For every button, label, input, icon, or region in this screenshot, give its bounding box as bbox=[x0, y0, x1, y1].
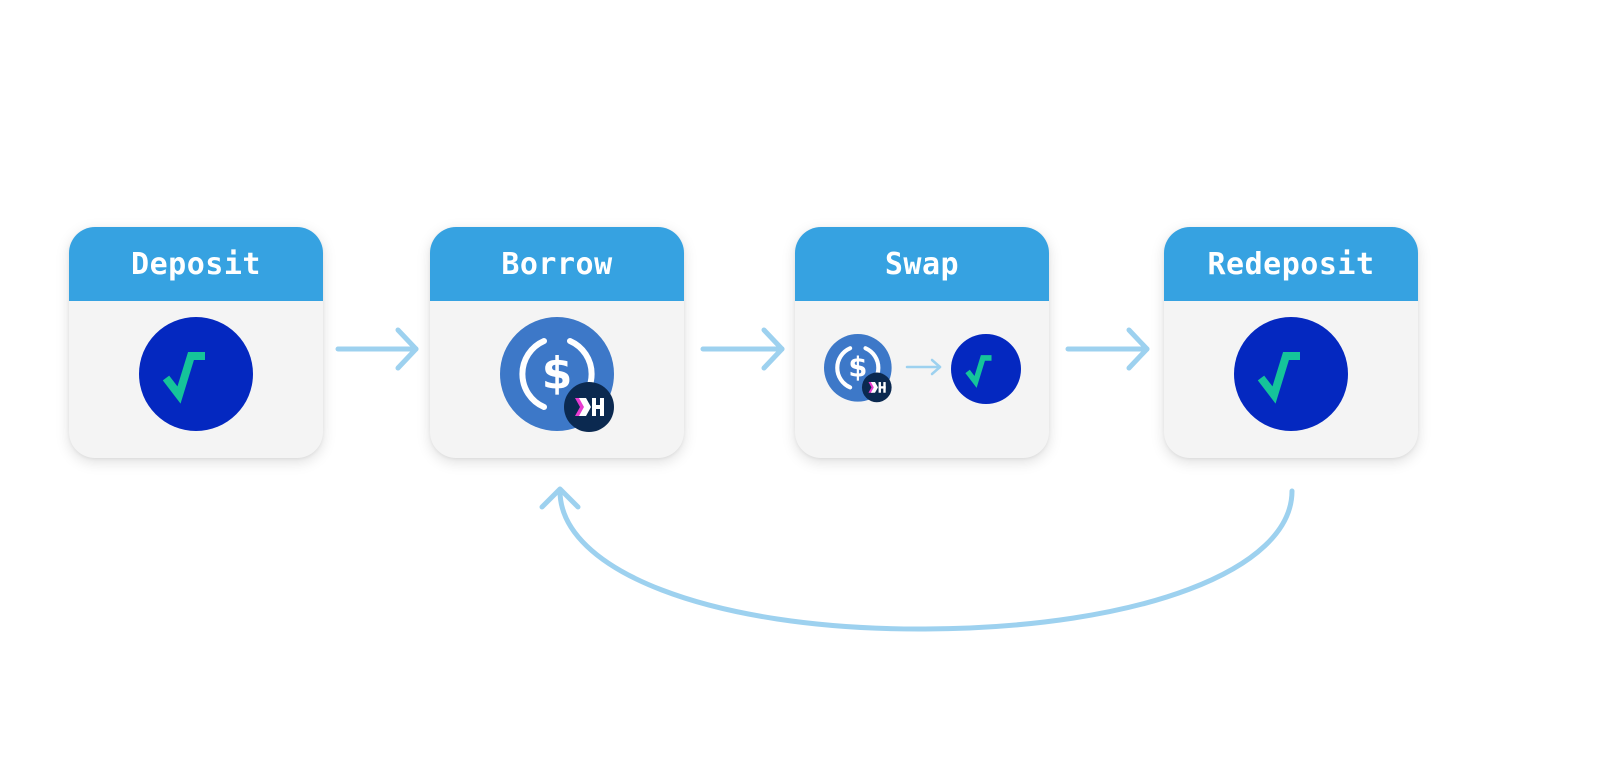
sqrt-token-icon bbox=[951, 334, 1021, 404]
arrow-borrow-to-swap bbox=[700, 327, 785, 371]
arrow-deposit-to-borrow bbox=[335, 327, 419, 371]
step-card-swap: Swap $ bbox=[795, 227, 1049, 458]
sqrt-token-icon bbox=[139, 317, 253, 431]
loop-arrow-redeposit-to-borrow bbox=[539, 486, 1295, 632]
swap-arrow-icon bbox=[905, 357, 943, 377]
step-card-borrow: Borrow $ bbox=[430, 227, 684, 458]
step-card-redeposit: Redeposit bbox=[1164, 227, 1418, 458]
usdc-hyperliquid-token-icon: $ bbox=[824, 334, 894, 404]
step-title-deposit: Deposit bbox=[69, 227, 323, 301]
step-title-swap: Swap bbox=[795, 227, 1049, 301]
svg-text:$: $ bbox=[542, 348, 573, 399]
usdc-hyperliquid-token-icon: $ bbox=[500, 317, 618, 435]
step-title-redeposit: Redeposit bbox=[1164, 227, 1418, 301]
svg-text:$: $ bbox=[848, 353, 867, 384]
arrow-swap-to-redeposit bbox=[1065, 327, 1150, 371]
step-card-deposit: Deposit bbox=[69, 227, 323, 458]
step-title-borrow: Borrow bbox=[430, 227, 684, 301]
sqrt-token-icon bbox=[1234, 317, 1348, 431]
